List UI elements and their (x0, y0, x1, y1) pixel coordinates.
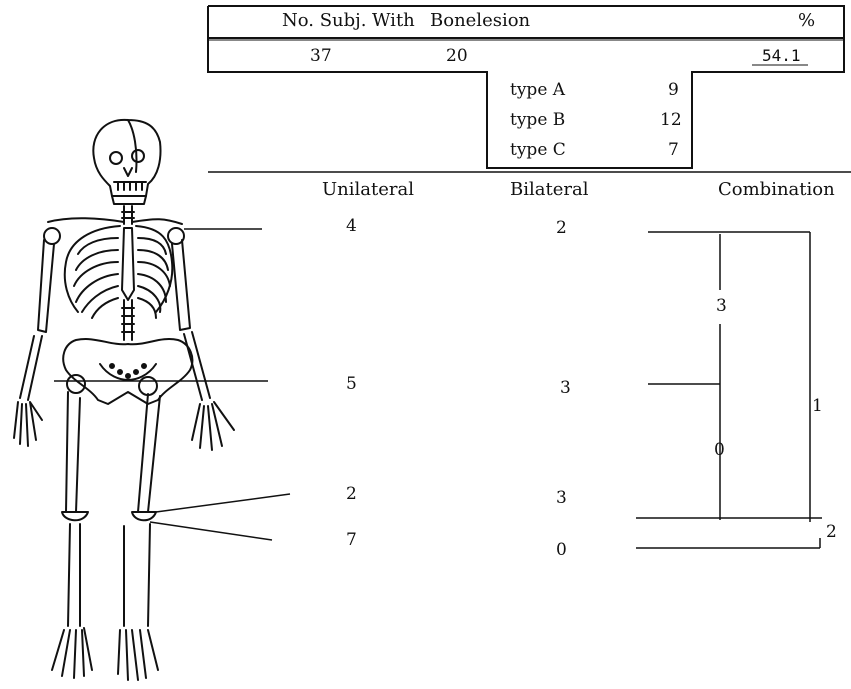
value-percent: 54.1 (762, 46, 801, 66)
combination-hip-knee: 0 (714, 440, 725, 460)
knee-upper-bilateral: 3 (556, 488, 567, 508)
type-c-count: 7 (668, 140, 679, 160)
header-no-subj: No. Subj. (282, 11, 366, 31)
shoulder-bilateral: 2 (556, 218, 567, 238)
header-percent: % (798, 11, 815, 31)
column-unilateral: Unilateral (322, 180, 414, 200)
knee-lower-unilateral: 7 (346, 530, 357, 550)
skeleton-figure (14, 120, 234, 680)
shoulder-unilateral: 4 (346, 216, 357, 236)
type-a-count: 9 (668, 80, 679, 100)
leader-knee-lower (150, 522, 272, 540)
type-c-label: type C (510, 140, 566, 160)
type-b-label: type B (510, 110, 565, 130)
combination-knee-pair: 2 (826, 522, 837, 542)
leader-knee-upper (156, 494, 290, 512)
combination-bracket (636, 232, 822, 548)
type-b-count: 12 (660, 110, 682, 130)
knee-lower-bilateral: 0 (556, 540, 567, 560)
value-no-subj: 37 (310, 46, 332, 66)
knee-upper-unilateral: 2 (346, 484, 357, 504)
header-with: With (372, 11, 415, 31)
column-combination: Combination (718, 180, 835, 200)
column-bilateral: Bilateral (510, 180, 588, 200)
hip-bilateral: 3 (560, 378, 571, 398)
value-with-bonelesion: 20 (446, 46, 468, 66)
type-a-label: type A (510, 80, 565, 100)
hip-unilateral: 5 (346, 374, 357, 394)
combination-shoulder-knee: 1 (812, 396, 823, 416)
header-bonelesion: Bonelesion (430, 11, 530, 31)
combination-shoulder-hip: 3 (716, 296, 727, 316)
